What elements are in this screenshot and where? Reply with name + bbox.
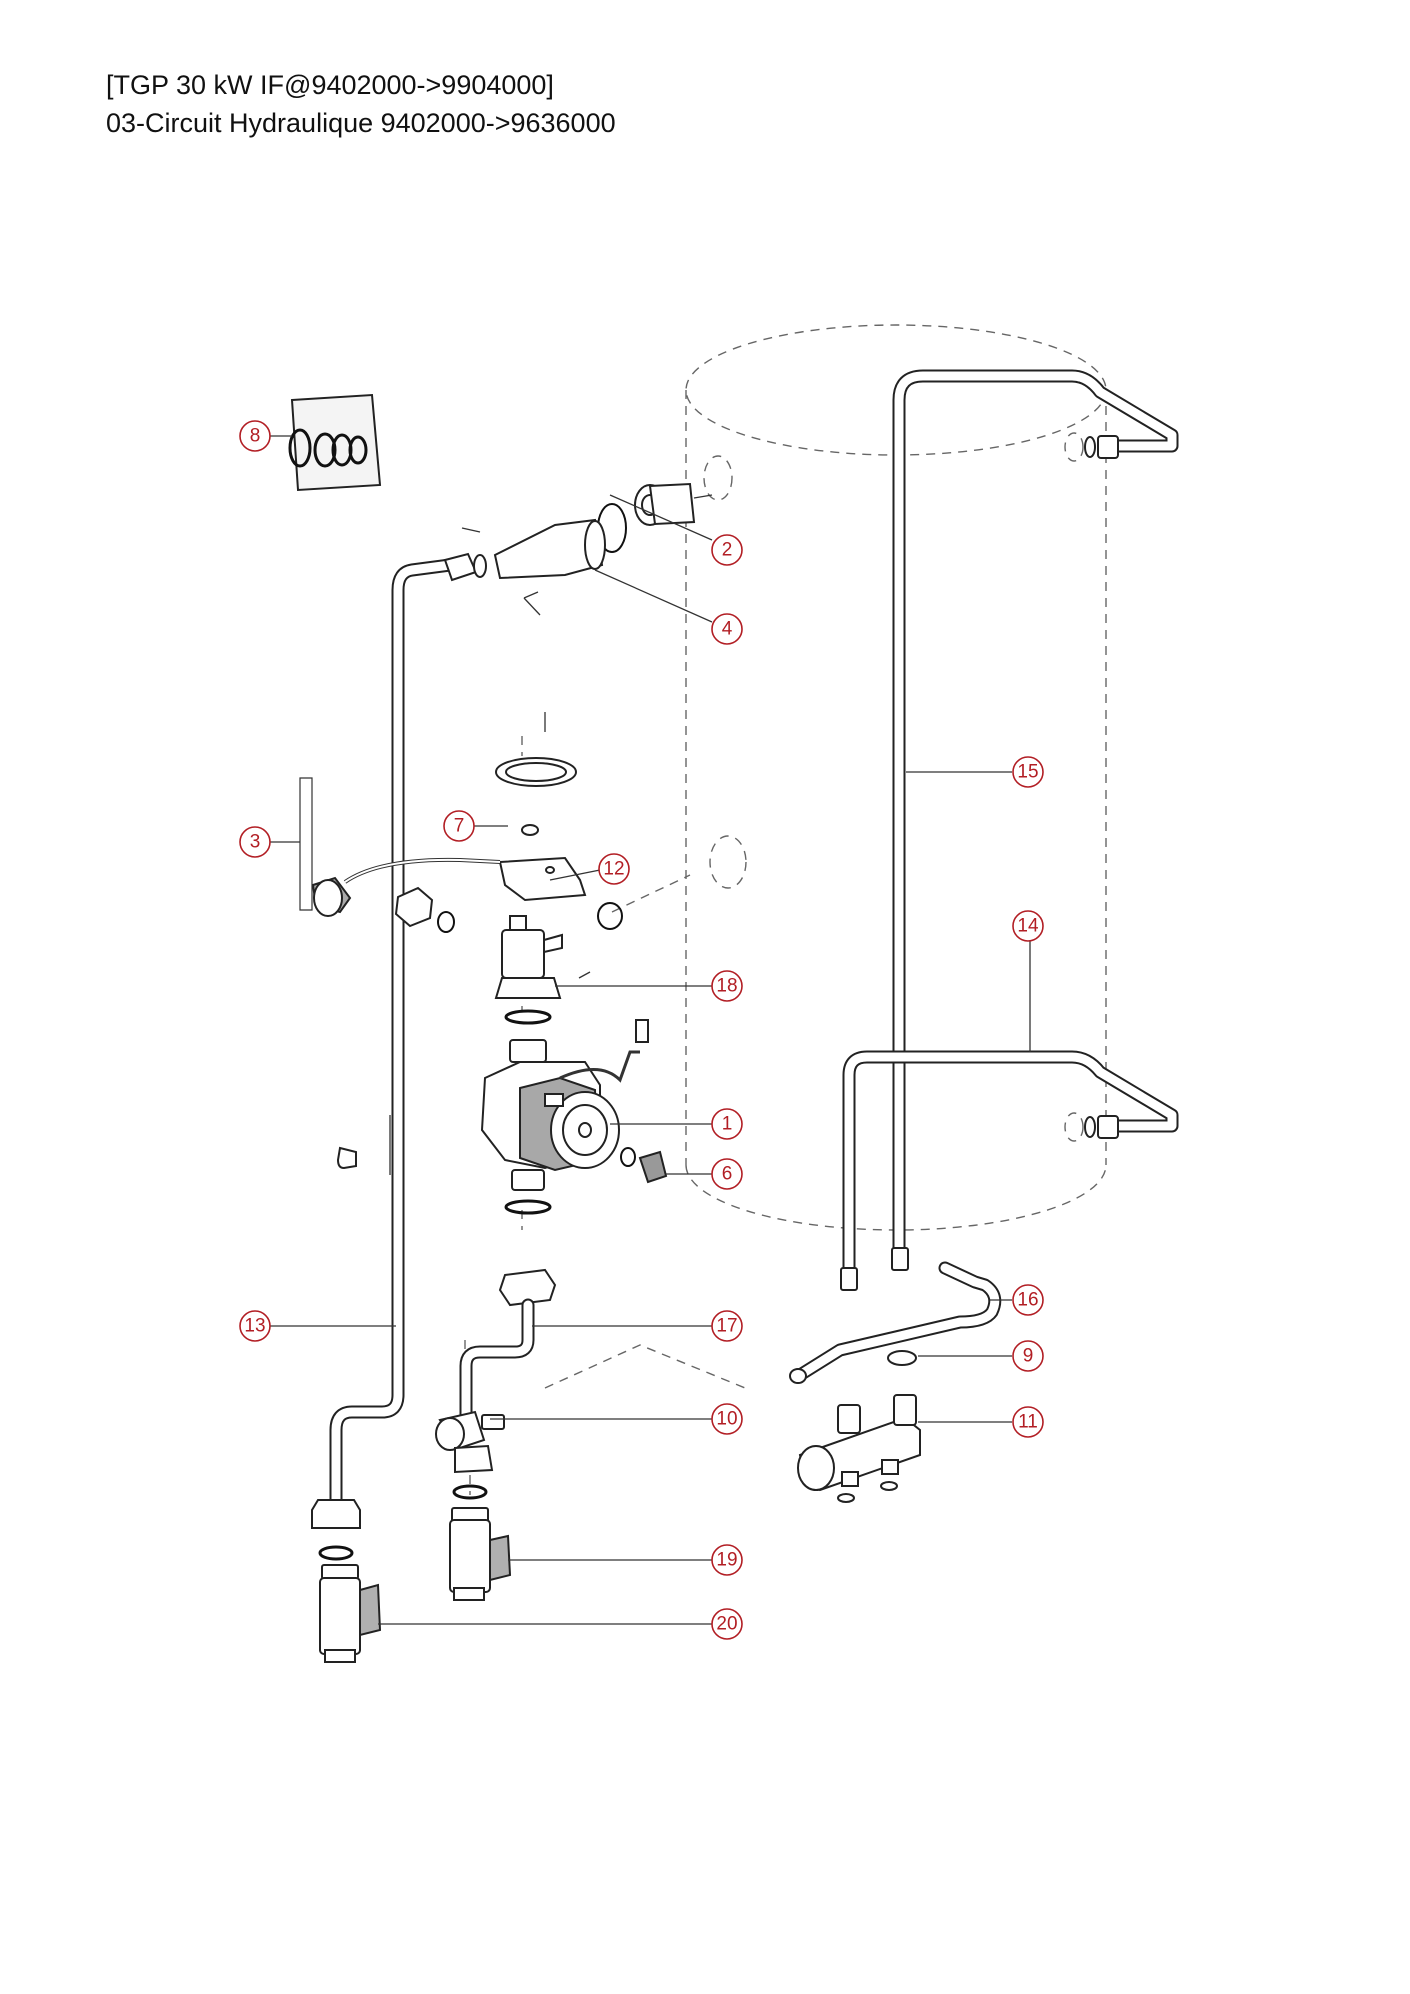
- svg-text:19: 19: [716, 1550, 737, 1571]
- union-nut: [394, 886, 623, 933]
- valve-insert: [597, 482, 713, 553]
- circulator-pump: [480, 1019, 649, 1191]
- svg-text:4: 4: [722, 619, 733, 640]
- callout-4: 4: [711, 613, 743, 645]
- pipe-13: [311, 552, 487, 1529]
- callout-8: 8: [239, 420, 271, 452]
- pump-seal-top: [504, 1009, 552, 1025]
- callout-19: 19: [711, 1544, 743, 1576]
- callout-20: 20: [711, 1608, 743, 1640]
- pipe-clip: [336, 1115, 391, 1175]
- callout-15: 15: [1012, 756, 1044, 788]
- svg-text:2: 2: [722, 540, 733, 561]
- callout-1: 1: [711, 1108, 743, 1140]
- svg-text:20: 20: [716, 1614, 737, 1635]
- valve-body: [461, 518, 606, 616]
- callout-17: 17: [711, 1310, 743, 1342]
- svg-text:17: 17: [716, 1316, 737, 1337]
- pump-connector: [620, 1147, 668, 1184]
- svg-text:12: 12: [603, 859, 624, 880]
- pipe-14: [840, 1050, 1179, 1291]
- hydraulic-block: [494, 915, 591, 999]
- shutoff-valve-20: [318, 1545, 382, 1663]
- diagram-subtitle: 03-Circuit Hydraulique 9402000->9636000: [106, 108, 616, 138]
- svg-text:9: 9: [1023, 1346, 1034, 1367]
- svg-text:6: 6: [722, 1164, 733, 1185]
- title-block: [TGP 30 kW IF@9402000->9904000] 03-Circu…: [106, 66, 616, 142]
- pump-bracket: [495, 712, 587, 902]
- svg-text:16: 16: [1017, 1290, 1038, 1311]
- callout-10: 10: [711, 1403, 743, 1435]
- svg-text:13: 13: [244, 1316, 265, 1337]
- callout-11: 11: [1012, 1406, 1044, 1438]
- elbow-pipe: [459, 1268, 557, 1427]
- seal-kit-bag: [288, 393, 382, 492]
- svg-text:14: 14: [1017, 916, 1039, 937]
- svg-text:3: 3: [250, 832, 261, 853]
- callout-12: 12: [598, 853, 630, 885]
- fill-valve: [435, 1410, 505, 1500]
- svg-text:7: 7: [454, 816, 465, 837]
- diagram-title: [TGP 30 kW IF@9402000->9904000]: [106, 70, 554, 100]
- svg-text:10: 10: [716, 1409, 737, 1430]
- callout-6: 6: [711, 1158, 743, 1190]
- callout-16: 16: [1012, 1284, 1044, 1316]
- washer-9: [887, 1350, 917, 1366]
- callout-13: 13: [239, 1310, 271, 1342]
- manifold: [797, 1394, 921, 1503]
- callout-14: 14: [1012, 910, 1044, 942]
- callout-3: 3: [239, 826, 271, 858]
- callout-7: 7: [443, 810, 475, 842]
- flow-sensor: [311, 857, 501, 917]
- svg-text:15: 15: [1017, 762, 1038, 783]
- pump-seal-bottom: [504, 1199, 552, 1215]
- svg-text:18: 18: [716, 976, 737, 997]
- svg-text:1: 1: [722, 1114, 733, 1135]
- svg-text:8: 8: [250, 426, 261, 447]
- leader-lines: [270, 435, 1031, 1625]
- connection-pipe-16: [789, 1261, 1002, 1384]
- pipe-15: [891, 369, 1179, 1271]
- shutoff-valve-19: [449, 1507, 512, 1601]
- svg-text:11: 11: [1018, 1412, 1038, 1433]
- callout-18: 18: [711, 970, 743, 1002]
- callout-9: 9: [1012, 1340, 1044, 1372]
- callout-2: 2: [711, 534, 743, 566]
